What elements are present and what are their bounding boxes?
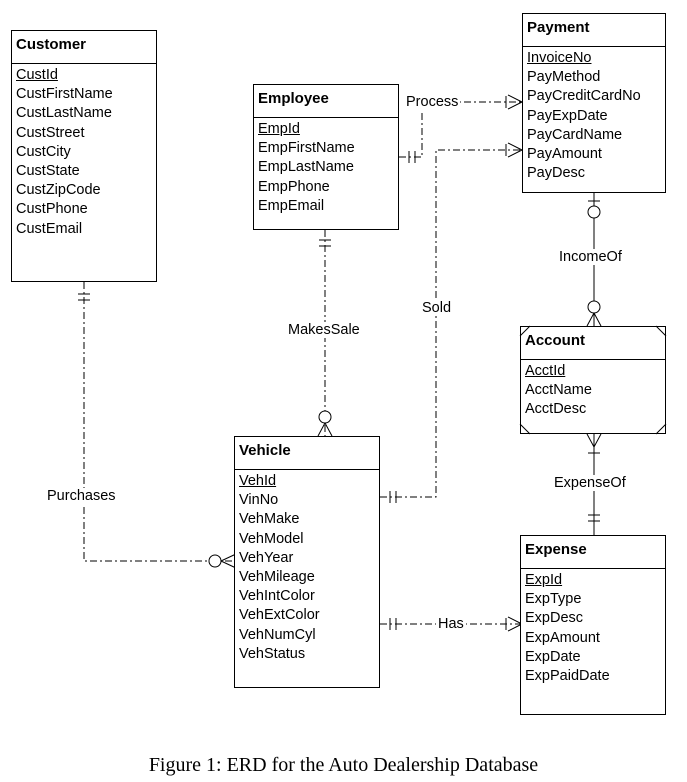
expenseof-crowfoot <box>586 433 602 449</box>
customer-attributes: CustId CustFirstName CustLastName CustSt… <box>12 64 156 241</box>
employee-entity: Employee EmpId EmpFirstName EmpLastName … <box>253 84 399 230</box>
account-entity: Account AcctId AcctName AcctDesc <box>520 326 666 434</box>
process-payment-end <box>505 94 523 110</box>
customer-title: Customer <box>12 31 156 64</box>
purchases-line <box>83 282 236 562</box>
payment-attributes: InvoiceNo PayMethod PayCreditCardNo PayE… <box>523 47 665 185</box>
account-attr: AcctDesc <box>525 401 587 418</box>
payment-pk: InvoiceNo <box>527 50 592 66</box>
process-one-mandatory <box>408 151 416 163</box>
expense-title: Expense <box>521 536 665 569</box>
incomeof-label: IncomeOf <box>557 249 624 265</box>
payment-attr: PayCreditCardNo <box>527 88 641 105</box>
expense-pk: ExpId <box>525 572 563 588</box>
figure-caption: Figure 1: ERD for the Auto Dealership Da… <box>148 754 539 776</box>
expense-attributes: ExpId ExpType ExpDesc ExpAmount ExpDate … <box>521 569 665 688</box>
process-label: Process <box>404 94 461 110</box>
sold-payment-end <box>505 142 523 158</box>
sold-label: Sold <box>420 300 454 316</box>
employee-pk: EmpId <box>258 121 300 137</box>
makessale-label: MakesSale <box>286 322 362 338</box>
vehicle-attr: VehYear <box>239 549 294 566</box>
expenseof-one-mandatory <box>588 514 600 522</box>
purchases-one-mandatory <box>78 293 90 301</box>
vehicle-pk: VehId <box>239 473 277 489</box>
incomeof-crowfoot <box>586 312 602 327</box>
account-attributes: AcctId AcctName AcctDesc <box>521 360 665 422</box>
payment-attr: PayAmount <box>527 146 602 163</box>
vehicle-attr: VehExtColor <box>239 607 320 624</box>
account-title: Account <box>521 327 665 360</box>
vehicle-attr: VehMileage <box>239 569 315 586</box>
incomeof-optional-circle-top <box>587 205 601 219</box>
account-attr: AcctName <box>525 382 592 399</box>
vehicle-attr: VehIntColor <box>239 588 315 605</box>
sold-one-mandatory <box>389 491 397 503</box>
customer-pk: CustId <box>16 67 58 83</box>
employee-attributes: EmpId EmpFirstName EmpLastName EmpPhone … <box>254 118 398 218</box>
sold-line <box>380 149 522 498</box>
payment-attr: PayCardName <box>527 126 623 143</box>
expense-attr: ExpDate <box>525 648 581 665</box>
customer-attr: CustPhone <box>16 201 88 218</box>
account-pk: AcctId <box>525 363 566 379</box>
makessale-one-mandatory <box>319 239 331 247</box>
payment-title: Payment <box>523 14 665 47</box>
vehicle-attributes: VehId VinNo VehMake VehModel VehYear Veh… <box>235 470 379 666</box>
payment-entity: Payment InvoiceNo PayMethod PayCreditCar… <box>522 13 666 193</box>
expense-attr: ExpAmount <box>525 629 600 646</box>
employee-attr: EmpPhone <box>258 178 330 195</box>
makessale-crowfoot <box>317 422 333 437</box>
customer-attr: CustEmail <box>16 220 83 237</box>
employee-attr: EmpEmail <box>258 197 325 214</box>
customer-attr: CustZipCode <box>16 182 101 199</box>
expense-attr: ExpDesc <box>525 610 584 627</box>
process-line <box>399 101 522 158</box>
vehicle-attr: VehNumCyl <box>239 626 316 643</box>
employee-attr: EmpFirstName <box>258 140 355 157</box>
payment-attr: PayMethod <box>527 69 601 86</box>
vehicle-attr: VehModel <box>239 530 304 547</box>
customer-attr: CustLastName <box>16 105 112 122</box>
vehicle-entity: Vehicle VehId VinNo VehMake VehModel Veh… <box>234 436 380 688</box>
expenseof-label: ExpenseOf <box>552 475 628 491</box>
employee-title: Employee <box>254 85 398 118</box>
employee-attr: EmpLastName <box>258 159 354 176</box>
payment-attr: PayExpDate <box>527 107 608 124</box>
vehicle-attr: VehStatus <box>239 645 306 662</box>
has-one-mandatory <box>389 618 397 630</box>
customer-attr: CustState <box>16 163 80 180</box>
payment-attr: PayDesc <box>527 165 586 182</box>
vehicle-title: Vehicle <box>235 437 379 470</box>
expense-entity: Expense ExpId ExpType ExpDesc ExpAmount … <box>520 535 666 715</box>
vehicle-attr: VinNo <box>239 492 279 509</box>
has-expense-end <box>505 616 523 632</box>
expense-attr: ExpType <box>525 591 582 608</box>
customer-attr: CustCity <box>16 143 71 160</box>
purchases-label: Purchases <box>45 488 118 504</box>
customer-entity: Customer CustId CustFirstName CustLastNa… <box>11 30 157 282</box>
has-label: Has <box>436 616 466 632</box>
vehicle-attr: VehMake <box>239 511 300 528</box>
purchases-crowfoot <box>220 553 237 569</box>
expense-attr: ExpPaidDate <box>525 668 610 685</box>
customer-attr: CustStreet <box>16 124 85 141</box>
customer-attr: CustFirstName <box>16 86 113 103</box>
